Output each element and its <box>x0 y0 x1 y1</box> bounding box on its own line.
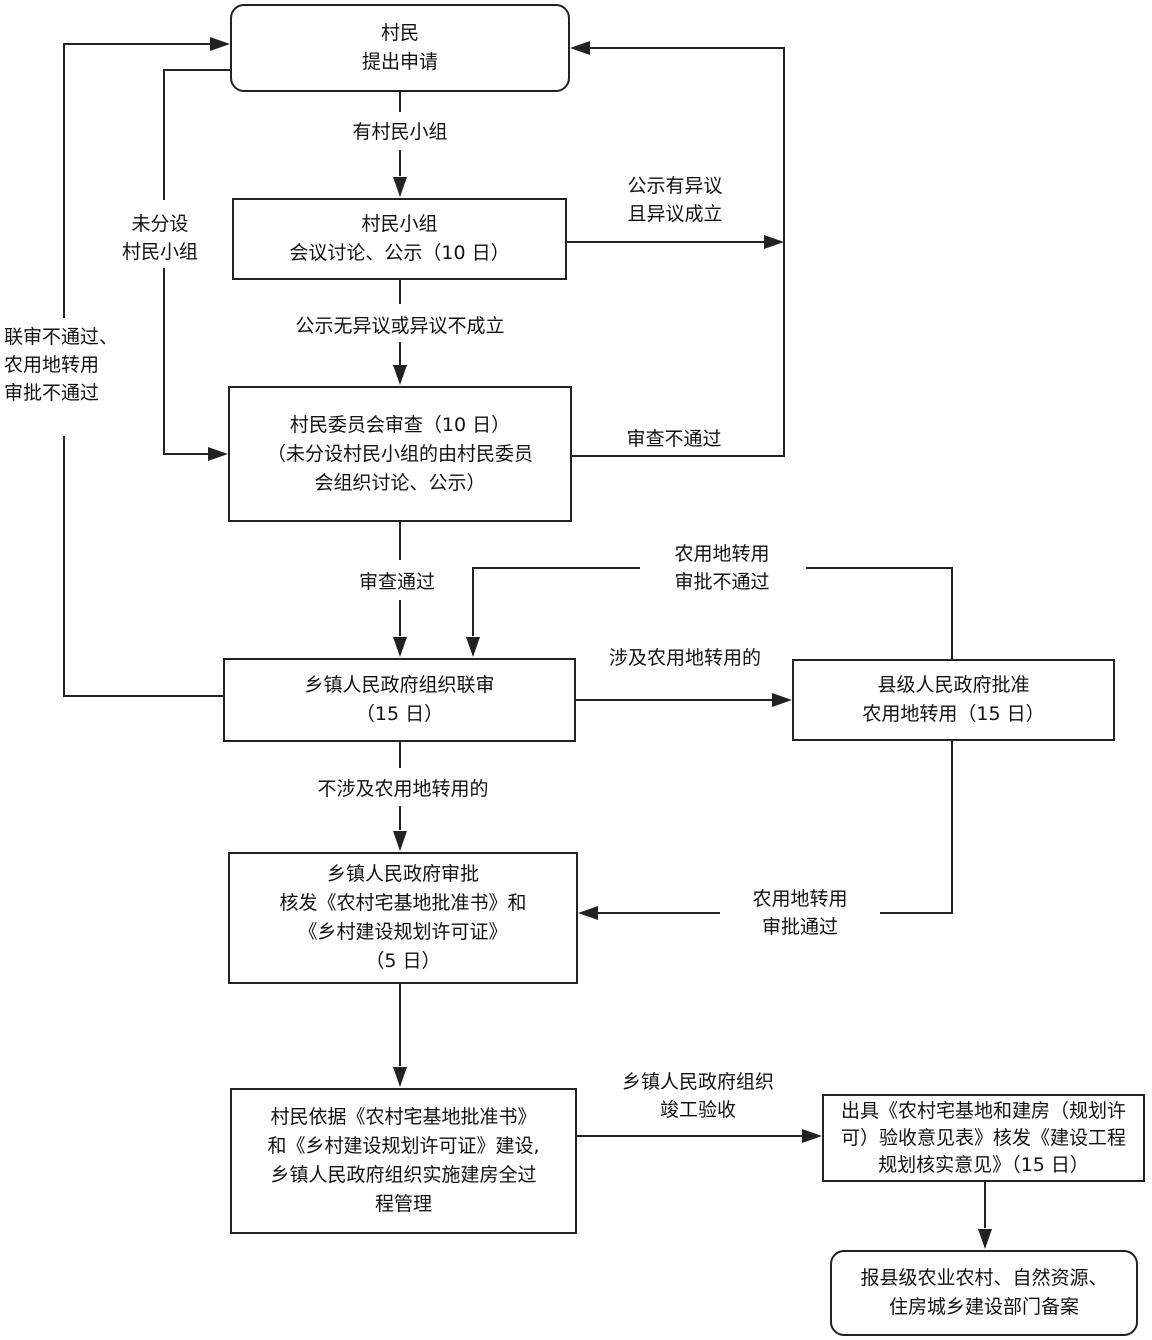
label-farmland-passed: 农用地转用审批通过 <box>720 885 880 941</box>
arrowhead <box>978 1229 992 1249</box>
text-line: 审批不通过 <box>674 571 770 593</box>
arrowhead <box>466 637 480 657</box>
arrowhead <box>802 1129 822 1143</box>
text-line: 联审不通过、 <box>4 326 119 348</box>
text-line: 村民 <box>380 22 419 44</box>
label-completion-acceptance: 乡镇人民政府组织竣工验收 <box>598 1068 798 1124</box>
arrowhead <box>393 831 407 851</box>
node-group-meeting: 村民小组会议讨论、公示（10 日） <box>232 198 567 280</box>
arrowhead <box>393 177 407 197</box>
text-line: 农用地转用 <box>752 888 848 910</box>
edge-farmland-failed <box>806 567 953 659</box>
arrowhead <box>578 906 598 920</box>
edge-no-group <box>163 69 230 200</box>
text-line: 审查通过 <box>358 571 435 593</box>
text-line: 竣工验收 <box>659 1099 736 1121</box>
arrowhead <box>210 37 230 51</box>
text-line: 和《乡村建设规划许可证》建设, <box>267 1135 540 1157</box>
text-line: 乡镇人民政府组织联审 <box>304 674 495 696</box>
text-line: 核发《农村宅基地批准书》和 <box>279 892 527 914</box>
node-construction: 村民依据《农村宅基地批准书》和《乡村建设规划许可证》建设, 乡镇人民政府组织实施建… <box>230 1088 577 1234</box>
edge-joint-review-failed <box>63 436 223 697</box>
arrowhead <box>772 693 792 707</box>
text-line: 村民小组 <box>361 213 438 235</box>
text-line: 且异议成立 <box>627 203 723 225</box>
edge-farmland-passed <box>880 741 953 914</box>
label-joint-review-failed: 联审不通过、农用地转用审批不通过 <box>4 323 144 407</box>
text-line: 报县级农业农村、自然资源、 <box>860 1267 1108 1289</box>
text-line: 乡镇人民政府组织 <box>621 1071 774 1093</box>
text-line: （15 日） <box>355 703 444 725</box>
text-line: 乡镇人民政府组织实施建房全过 <box>270 1164 537 1186</box>
arrowhead <box>764 235 784 249</box>
arrowhead <box>393 1067 407 1087</box>
arrowhead <box>393 637 407 657</box>
label-objection-upheld: 公示有异议且异议成立 <box>600 172 750 228</box>
node-apply: 村民提出申请 <box>230 4 570 92</box>
text-line: 未分设 <box>131 213 189 235</box>
text-line: 《乡村建设规划许可证》 <box>298 921 508 943</box>
text-line: 县级人民政府批准 <box>877 674 1030 696</box>
label-no-group: 未分设村民小组 <box>100 210 220 266</box>
edge-review-failed-return <box>572 47 785 457</box>
node-township-approval: 乡镇人民政府审批核发《农村宅基地批准书》和《乡村建设规划许可证》 （5 日） <box>228 852 578 984</box>
arrowhead <box>570 41 590 55</box>
node-acceptance-opinion: 出具《农村宅基地和建房（规划许可）验收意见表》核发《建设工程规划核实意见》（15… <box>822 1094 1145 1182</box>
arrowhead <box>393 365 407 385</box>
label-has-group: 有村民小组 <box>310 118 490 146</box>
text-line: 村民委员会审查（10 日） <box>289 413 511 436</box>
text-line: 村民依据《农村宅基地批准书》 <box>270 1106 537 1128</box>
text-line: 审查不通过 <box>626 428 722 450</box>
text-line: 公示无异议或异议不成立 <box>295 315 505 337</box>
text-line: 审批不通过 <box>4 382 100 404</box>
text-line: 提出申请 <box>361 51 438 73</box>
label-review-passed: 审查通过 <box>332 568 462 596</box>
text-line: 出具《农村宅基地和建房（规划许可）验收意见表》核发《建设工程规划核实意见》（15… <box>840 1099 1126 1176</box>
text-line: 涉及农用地转用的 <box>608 647 761 669</box>
text-line: 审批通过 <box>761 916 838 938</box>
text-line: 住房城乡建设部门备案 <box>888 1296 1079 1318</box>
label-involves-farmland: 涉及农用地转用的 <box>585 644 785 672</box>
label-not-involves-farmland: 不涉及农用地转用的 <box>283 775 523 803</box>
edge-no-group <box>163 268 208 455</box>
text-line: 乡镇人民政府审批 <box>326 863 479 885</box>
text-line: （未分设村民小组的由村民委员 <box>266 442 533 465</box>
text-line: 不涉及农用地转用的 <box>317 778 489 800</box>
text-line: 农用地转用 <box>4 354 100 376</box>
text-line: 会组织讨论、公示） <box>314 471 486 494</box>
label-no-objection: 公示无异议或异议不成立 <box>255 312 545 340</box>
text-line: 农用地转用 <box>674 543 770 565</box>
node-filing: 报县级农业农村、自然资源、住房城乡建设部门备案 <box>830 1250 1138 1336</box>
text-line: 公示有异议 <box>627 175 723 197</box>
node-county-approval: 县级人民政府批准农用地转用（15 日） <box>792 659 1115 741</box>
node-committee-review: 村民委员会审查（10 日） （未分设村民小组的由村民委员会组织讨论、公示） <box>228 386 572 522</box>
text-line: 有村民小组 <box>352 121 448 143</box>
edge-farmland-failed <box>472 567 640 636</box>
node-township-joint-review: 乡镇人民政府组织联审 （15 日） <box>223 658 576 742</box>
label-farmland-failed: 农用地转用审批不通过 <box>642 540 802 596</box>
text-line: 农用地转用（15 日） <box>862 703 1045 725</box>
text-line: 村民小组 <box>121 241 198 263</box>
text-line: 会议讨论、公示（10 日） <box>289 242 510 264</box>
edge-joint-review-failed <box>63 43 210 318</box>
text-line: （5 日） <box>365 950 441 972</box>
label-review-failed: 审查不通过 <box>604 425 744 453</box>
arrowhead <box>208 447 228 461</box>
text-line: 程管理 <box>374 1193 432 1215</box>
